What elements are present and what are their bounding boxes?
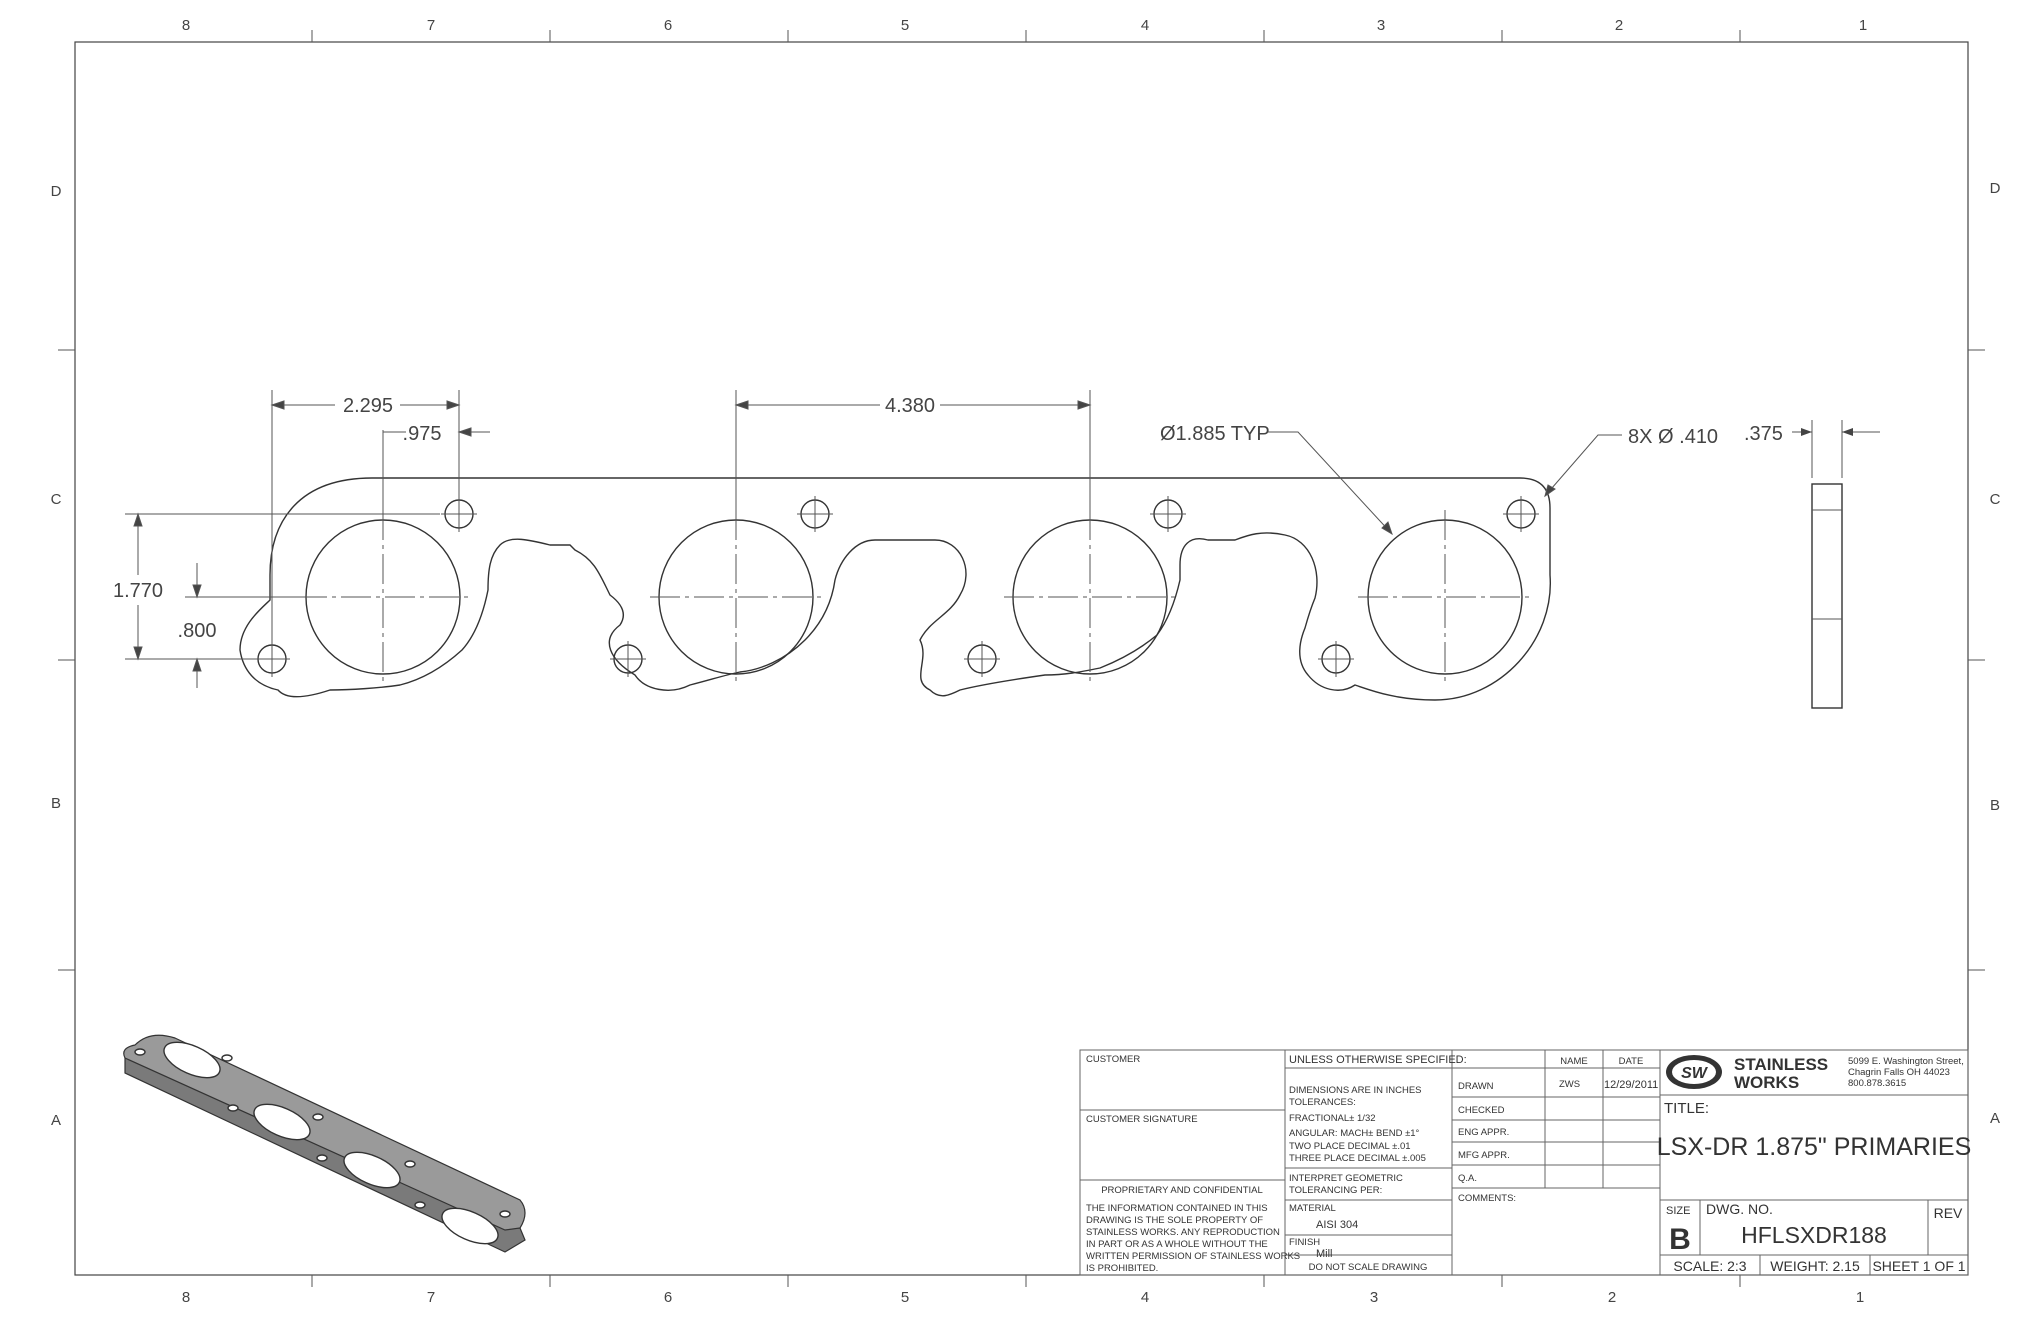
bolt-holes (257, 499, 1536, 674)
flange-outline (239, 477, 1551, 701)
zone-row-right-a: A (1990, 1110, 2000, 1127)
zone-col-top-4: 4 (1141, 17, 1149, 34)
iso-flange-top (123, 1034, 526, 1231)
zone-col-top-3: 3 (1377, 17, 1385, 34)
flange-side-view (1792, 420, 1880, 709)
dim-1-770: 1.770 (113, 580, 163, 602)
zone-row-left-d: D (51, 183, 62, 200)
finish-value: Mill (1316, 1248, 1333, 1260)
scale-value: SCALE: 2:3 (1673, 1258, 1746, 1274)
dim-2-295: 2.295 (343, 395, 393, 417)
proprietary-line-6: IS PROHIBITED. (1086, 1263, 1158, 1274)
weight-value: WEIGHT: 2.15 (1770, 1258, 1860, 1274)
zone-col-bottom-2: 2 (1608, 1289, 1616, 1306)
sheet-value: SHEET 1 OF 1 (1872, 1258, 1965, 1274)
proprietary-line-5: WRITTEN PERMISSION OF STAINLESS WORKS (1086, 1251, 1300, 1262)
sheet-border (74, 41, 1969, 1276)
title-label: TITLE: (1664, 1100, 1709, 1117)
do-not-scale: DO NOT SCALE DRAWING (1309, 1262, 1428, 1273)
zone-col-bottom-1: 1 (1856, 1289, 1864, 1306)
approval-label-drawn: DRAWN (1458, 1081, 1494, 1092)
flange-isometric-view (123, 1034, 526, 1253)
zone-col-bottom-8: 8 (182, 1289, 190, 1306)
drawing-title: LSX-DR 1.875" PRIMARIES (1657, 1133, 1972, 1161)
stainless-works-logo: SW (1666, 1055, 1722, 1089)
approval-label-mfg: MFG APPR. (1458, 1150, 1510, 1161)
customer-label: CUSTOMER (1086, 1054, 1140, 1065)
date-header: DATE (1619, 1056, 1644, 1067)
zone-col-bottom-6: 6 (664, 1289, 672, 1306)
size-label: SIZE (1666, 1205, 1690, 1217)
dim-975: .975 (403, 423, 442, 445)
size-value: B (1669, 1223, 1691, 1256)
proprietary-line-3: STAINLESS WORKS. ANY REPRODUCTION (1086, 1227, 1280, 1238)
zone-row-left-a: A (51, 1112, 61, 1129)
company-name-2: WORKS (1734, 1073, 1799, 1092)
dim-bolt-hole-diameter: 8X Ø .410 (1628, 426, 1718, 448)
dim-port-diameter: Ø1.885 TYP (1160, 423, 1270, 445)
material-label: MATERIAL (1289, 1203, 1336, 1214)
finish-label: FINISH (1289, 1237, 1320, 1248)
dwg-no-label: DWG. NO. (1706, 1201, 1773, 1217)
zone-col-top-5: 5 (901, 17, 909, 34)
zone-col-bottom-5: 5 (901, 1289, 909, 1306)
approval-label-checked: CHECKED (1458, 1105, 1505, 1116)
dwg-no-value: HFLSXDR188 (1741, 1222, 1887, 1248)
proprietary-heading: PROPRIETARY AND CONFIDENTIAL (1101, 1185, 1263, 1196)
tolerancing-per: TOLERANCING PER: (1289, 1185, 1382, 1196)
interpret-geometric: INTERPRET GEOMETRIC (1289, 1173, 1403, 1184)
two-place-tolerance: TWO PLACE DECIMAL ±.01 (1289, 1141, 1411, 1152)
proprietary-line-1: THE INFORMATION CONTAINED IN THIS (1086, 1203, 1268, 1214)
centerlines (297, 510, 1531, 684)
zone-col-bottom-3: 3 (1370, 1289, 1378, 1306)
proprietary-line-2: DRAWING IS THE SOLE PROPERTY OF (1086, 1215, 1263, 1226)
zone-col-top-6: 6 (664, 17, 672, 34)
dim-4-380: 4.380 (885, 395, 935, 417)
fractional-tolerance: FRACTIONAL± 1/32 (1289, 1113, 1376, 1124)
zone-row-right-c: C (1990, 491, 2001, 508)
zone-row-right-b: B (1990, 797, 2000, 814)
company-phone: 800.878.3615 (1848, 1078, 1906, 1089)
zone-row-left-b: B (51, 795, 61, 812)
approval-label-qa: Q.A. (1458, 1173, 1477, 1184)
bolt-hole-crosses (254, 496, 1539, 677)
company-address-1: 5099 E. Washington Street, (1848, 1056, 1964, 1067)
rev-label: REV (1934, 1205, 1963, 1221)
zone-col-top-1: 1 (1859, 17, 1867, 34)
name-header: NAME (1560, 1056, 1587, 1067)
zone-ticks (58, 30, 1985, 1287)
tolerances-label: TOLERANCES: (1289, 1097, 1356, 1108)
flange-top-view (239, 477, 1551, 701)
unless-specified: UNLESS OTHERWISE SPECIFIED: (1289, 1054, 1467, 1066)
customer-signature-label: CUSTOMER SIGNATURE (1086, 1114, 1198, 1125)
zone-col-top-8: 8 (182, 17, 190, 34)
company-address-2: Chagrin Falls OH 44023 (1848, 1067, 1950, 1078)
approval-label-eng: ENG APPR. (1458, 1127, 1509, 1138)
zone-row-left-c: C (51, 491, 62, 508)
dimension-lines (125, 390, 1622, 688)
zone-col-bottom-7: 7 (427, 1289, 435, 1306)
company-name-1: STAINLESS (1734, 1055, 1828, 1074)
comments-label: COMMENTS: (1458, 1193, 1516, 1204)
logo-text: SW (1681, 1065, 1709, 1082)
zone-col-top-2: 2 (1615, 17, 1623, 34)
angular-tolerance: ANGULAR: MACH± BEND ±1° (1289, 1128, 1420, 1139)
three-place-tolerance: THREE PLACE DECIMAL ±.005 (1289, 1153, 1426, 1164)
approval-date-drawn: 12/29/2011 (1604, 1079, 1658, 1091)
dim-800: .800 (178, 620, 217, 642)
zone-row-right-d: D (1990, 180, 2001, 197)
dims-in-inches: DIMENSIONS ARE IN INCHES (1289, 1085, 1422, 1096)
title-block (1079, 1049, 1969, 1276)
dim-thickness: .375 (1744, 423, 1783, 445)
proprietary-line-4: IN PART OR AS A WHOLE WITHOUT THE (1086, 1239, 1268, 1250)
approval-name-drawn: ZWS (1559, 1079, 1580, 1090)
material-value: AISI 304 (1316, 1219, 1358, 1231)
zone-col-bottom-4: 4 (1141, 1289, 1149, 1306)
zone-col-top-7: 7 (427, 17, 435, 34)
